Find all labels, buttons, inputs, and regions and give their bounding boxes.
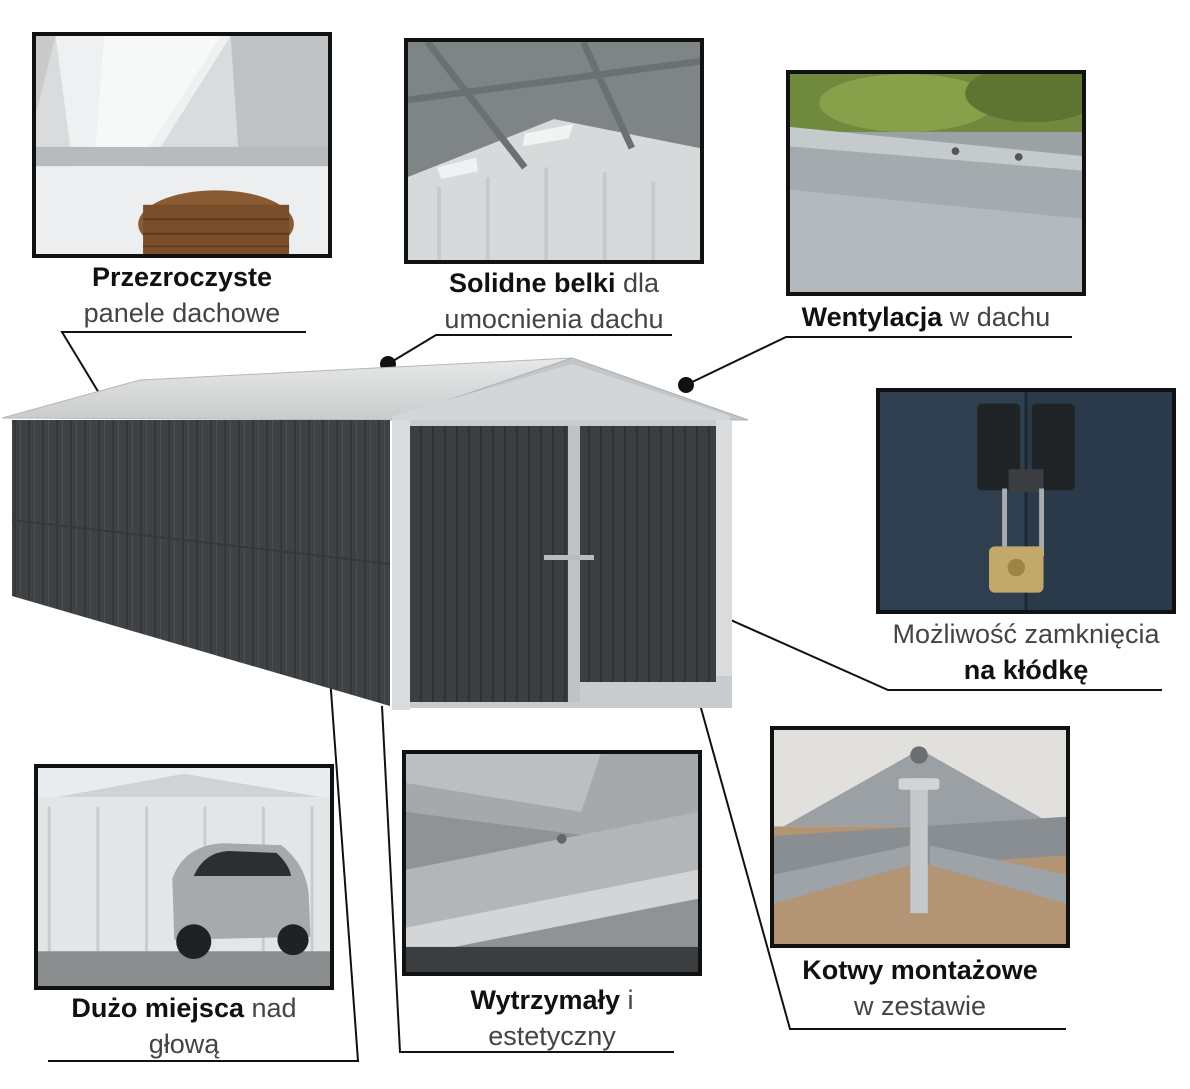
caption-headroom-light: głową: [148, 1029, 220, 1059]
photo-padlock: [876, 388, 1176, 614]
caption-beams-inline: dla: [623, 268, 660, 298]
garage-side-wall: [12, 420, 390, 706]
photo-durable: [402, 750, 702, 976]
leader-dot-ventilation: [678, 377, 694, 393]
caption-padlock-bold: na kłódkę: [963, 655, 1089, 685]
caption-headroom: Dużo miejsca nad głową: [34, 990, 334, 1062]
caption-beams: Solidne belki dla umocnienia dachu: [404, 265, 704, 337]
caption-headroom-bold: Dużo miejsca: [71, 993, 244, 1023]
garage-illustration: [1, 357, 749, 710]
caption-anchors: Kotwy montażowe w zestawie: [770, 952, 1070, 1024]
caption-padlock: Możliwość zamknięcia na kłódkę: [876, 616, 1176, 688]
caption-durable-inline: i: [627, 985, 634, 1015]
garage-right-door: [580, 426, 716, 682]
photo-anchors: [770, 726, 1070, 948]
garage-left-door: [410, 426, 568, 702]
caption-durable-bold: Wytrzymały: [470, 985, 621, 1015]
caption-ventilation: Wentylacja w dachu: [776, 299, 1076, 335]
caption-headroom-inline: nad: [251, 993, 297, 1023]
caption-anchors-light: w zestawie: [853, 991, 987, 1021]
caption-durable: Wytrzymały i estetyczny: [402, 982, 702, 1054]
caption-padlock-light: Możliwość zamknięcia: [892, 619, 1160, 649]
photo-roof-beams: [404, 38, 704, 264]
caption-durable-light: estetyczny: [488, 1021, 616, 1051]
caption-ventilation-inline: w dachu: [949, 302, 1051, 332]
photo-ventilation: [786, 70, 1086, 296]
photo-headroom: [34, 764, 334, 990]
caption-ventilation-bold: Wentylacja: [801, 302, 943, 332]
caption-roof-panels-bold: Przezroczyste: [91, 262, 273, 292]
caption-beams-light: umocnienia dachu: [444, 304, 664, 334]
caption-roof-panels: Przezroczyste panele dachowe: [32, 259, 332, 331]
caption-beams-bold: Solidne belki: [448, 268, 616, 298]
caption-anchors-bold: Kotwy montażowe: [802, 955, 1038, 985]
caption-roof-panels-light: panele dachowe: [83, 298, 281, 328]
photo-roof-panels: [32, 32, 332, 258]
